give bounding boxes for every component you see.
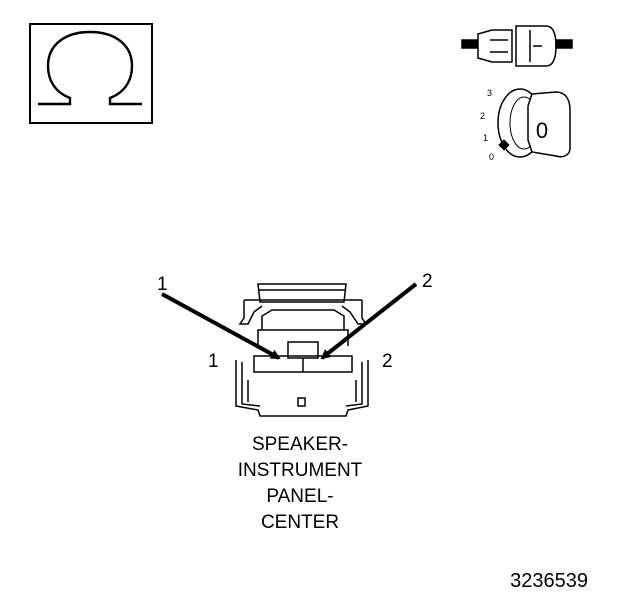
- callout-1-label: 1: [157, 274, 168, 295]
- ignition-position-2: 2: [480, 111, 485, 121]
- ignition-key-icon: 0 3 2 1 0: [480, 88, 571, 162]
- connector-face: [235, 283, 369, 417]
- caption-line-2: INSTRUMENT: [238, 460, 363, 481]
- connector-disconnect-icon: [461, 25, 573, 67]
- pin-2-label: 2: [382, 351, 393, 372]
- ignition-position-0: 0: [489, 152, 494, 162]
- figure-number: 3236539: [510, 570, 588, 592]
- caption-line-4: CENTER: [261, 512, 339, 533]
- connector-caption: SPEAKER- INSTRUMENT PANEL- CENTER: [238, 434, 363, 533]
- ignition-key-label: 0: [536, 118, 548, 143]
- callout-arrow-1: [161, 292, 281, 360]
- ignition-position-3: 3: [487, 88, 492, 98]
- callout-arrow-2: [320, 282, 418, 360]
- caption-line-3: PANEL-: [266, 486, 333, 507]
- ignition-position-1: 1: [483, 133, 488, 143]
- caption-line-1: SPEAKER-: [252, 434, 348, 455]
- callout-2-label: 2: [422, 271, 433, 292]
- ohm-icon: [29, 23, 153, 124]
- pin-1-label: 1: [208, 351, 219, 372]
